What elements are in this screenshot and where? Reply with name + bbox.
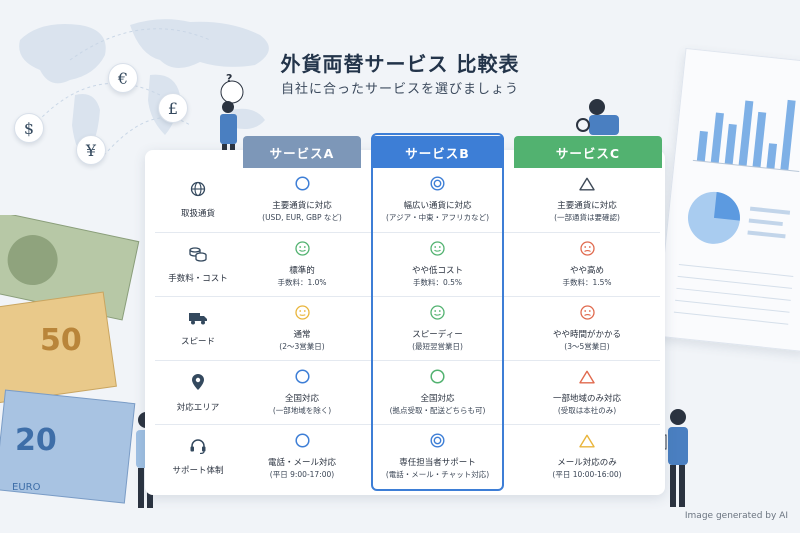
cell-main-text: メール対応のみ — [557, 457, 617, 468]
dollar-coin-icon: $ — [14, 113, 44, 143]
row-label-text: 対応エリア — [176, 403, 220, 413]
euro-coin-icon: € — [108, 63, 138, 93]
table-row: サポート体制 電話・メール対応 (平日 9:00-17:00) 専任担当者サポート (電… — [155, 424, 660, 488]
comparison-table — [145, 150, 665, 495]
sad-face-icon — [579, 241, 595, 260]
cell-sub-text: (2〜3営業日) — [279, 342, 325, 351]
map-pin-icon — [191, 373, 205, 395]
cell-sub-text: (一部地域を除く) — [272, 406, 332, 415]
cell-sub-text: (平日 9:00-17:00) — [269, 470, 335, 479]
cell-main-text: 標準的 — [289, 266, 315, 276]
circle-icon — [294, 176, 310, 195]
question-mark-bubble: ? — [226, 72, 233, 85]
column-header-service-c: サービスC — [514, 136, 662, 168]
cell-sub-text: (電話・メール・チャット対応) — [385, 470, 490, 479]
cell-service-b: 全国対応 (拠点受取・配送どちらも可) — [371, 361, 504, 425]
cell-sub-text: (受取は本社のみ) — [557, 405, 617, 415]
cell-service-a: 全国対応 (一部地域を除く) — [243, 361, 361, 425]
cell-sub-text: (3〜5営業日) — [564, 342, 610, 351]
row-label: 手数料・コスト — [155, 233, 241, 297]
cell-service-a: 電話・メール対応 (平日 9:00-17:00) — [243, 425, 361, 489]
triangle-icon — [579, 434, 595, 452]
cell-service-c: やや高め手数料：1.5% — [514, 233, 660, 297]
cell-service-c: やや時間がかかる (3〜5営業日) — [514, 297, 660, 361]
cell-main-text: 全国対応 — [420, 394, 455, 404]
cell-sub-text: (平日 10:00-16:00) — [552, 469, 622, 479]
cell-main-text: 電話・メール対応 — [267, 458, 336, 468]
cell-main-text: 主要通貨に対応 — [557, 200, 617, 211]
cell-service-a: 通常 (2〜3営業日) — [243, 297, 361, 361]
cell-sub-text: (拠点受取・配送どちらも可) — [389, 406, 486, 415]
smile-face-icon — [430, 241, 445, 260]
smile-face-icon — [430, 305, 445, 324]
magnifier-person-illustration — [576, 99, 619, 135]
cell-sub-text: (一部通貨は要確認) — [554, 212, 620, 222]
globe-icon — [190, 181, 206, 201]
bar-chart-illustration — [673, 99, 800, 325]
cell-main-text: 通常 — [293, 330, 311, 340]
triangle-icon — [579, 370, 595, 388]
row-label-text: スピード — [180, 337, 215, 347]
yen-coin-icon: ¥ — [76, 135, 106, 165]
column-header-service-a: サービスA — [243, 136, 361, 168]
cell-sub-text: (アジア・中東・アフリカなど) — [385, 213, 490, 222]
row-label: サポート体制 — [155, 425, 241, 489]
cell-sub-text: (USD, EUR, GBP など) — [262, 213, 342, 222]
cell-service-b: スピーディー (最短翌営業日) — [371, 297, 504, 361]
sad-face-icon — [579, 305, 595, 324]
banknote-euro-label: EURO — [12, 482, 41, 493]
banknote-50-label: 50 — [40, 323, 82, 358]
circle-icon — [294, 433, 310, 452]
cell-main-text: 専任担当者サポート — [399, 458, 476, 468]
coins-icon — [189, 246, 207, 266]
cell-main-text: 主要通貨に対応 — [272, 201, 332, 211]
truck-icon — [188, 311, 208, 329]
cell-main-text: 一部地域のみ対応 — [552, 393, 621, 404]
cell-sub-text: (最短翌営業日) — [412, 342, 463, 351]
cell-service-a: 主要通貨に対応 (USD, EUR, GBP など) — [243, 168, 361, 232]
banknotes-illustration: 50 20 EURO — [0, 215, 140, 504]
cell-sub-text: 手数料：1.5% — [562, 278, 612, 287]
pound-coin-icon: £ — [158, 93, 188, 123]
neutral-face-icon — [294, 305, 310, 324]
cell-service-c: 主要通貨に対応(一部通貨は要確認) — [514, 168, 660, 232]
cell-main-text: スピーディー — [412, 330, 463, 340]
column-header-service-b: サービスB — [371, 136, 504, 168]
circle-icon — [430, 369, 445, 388]
cell-main-text: 幅広い通貨に対応 — [403, 201, 472, 211]
triangle-icon — [579, 177, 595, 195]
page-subtitle: 自社に合ったサービスを選びましょう — [280, 82, 519, 97]
headset-icon — [189, 438, 207, 458]
cell-service-b: やや低コスト手数料：0.5% — [371, 233, 504, 297]
table-row: 手数料・コスト標準的手数料：1.0%やや低コスト手数料：0.5%やや高め手数料：… — [155, 232, 660, 296]
table-row: 対応エリア 全国対応 (一部地域を除く) 全国対応 (拠点受取・配送どちらも可) 一部地域… — [155, 360, 660, 424]
row-label-text: サポート体制 — [172, 466, 224, 476]
cell-sub-text: 手数料：0.5% — [412, 278, 463, 287]
ai-credit-text: Image generated by AI — [684, 511, 788, 521]
row-label: スピード — [155, 297, 241, 361]
cell-service-c: 一部地域のみ対応(受取は本社のみ) — [514, 361, 660, 425]
cell-service-b: 幅広い通貨に対応 (アジア・中東・アフリカなど) — [371, 168, 504, 232]
row-label: 対応エリア — [155, 361, 241, 425]
double-circle-icon — [430, 433, 445, 452]
circle-icon — [294, 369, 310, 388]
row-label: 取扱通貨 — [155, 168, 241, 232]
cell-main-text: やや低コスト — [411, 266, 463, 276]
cell-main-text: やや高め — [569, 266, 604, 276]
page-title: 外貨両替サービス 比較表 — [280, 52, 520, 76]
table-row: スピード 通常 (2〜3営業日) スピーディー (最短翌営業日) やや時間がかかる (3〜5… — [155, 296, 660, 360]
table-row: 取扱通貨 主要通貨に対応 (USD, EUR, GBP など) 幅広い通貨に対応 (アジ… — [155, 168, 660, 232]
row-label-text: 取扱通貨 — [180, 209, 215, 219]
cell-sub-text: 手数料：1.0% — [277, 278, 327, 287]
cell-service-b: 専任担当者サポート (電話・メール・チャット対応) — [371, 425, 504, 489]
cell-service-c: メール対応のみ(平日 10:00-16:00) — [514, 425, 660, 489]
cell-main-text: 全国対応 — [284, 394, 319, 404]
cell-main-text: やや時間がかかる — [552, 330, 621, 340]
banknote-20-label: 20 — [15, 423, 57, 458]
smile-face-icon — [294, 241, 310, 260]
cell-service-a: 標準的手数料：1.0% — [243, 233, 361, 297]
double-circle-icon — [430, 176, 445, 195]
report-document-illustration — [655, 47, 800, 353]
row-label-text: 手数料・コスト — [168, 274, 228, 284]
